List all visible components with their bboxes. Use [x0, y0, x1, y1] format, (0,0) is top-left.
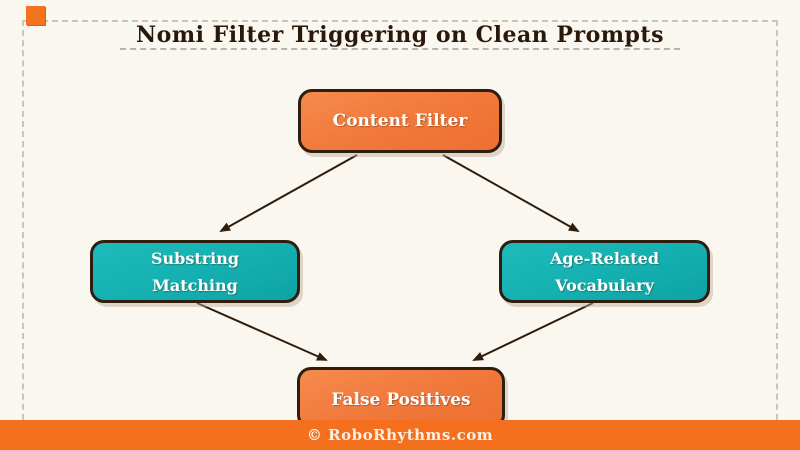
node-age-related-vocabulary: Age-Related Vocabulary	[499, 240, 710, 303]
node-content-filter: Content Filter	[298, 89, 502, 153]
node-substring-matching-line1: Substring	[150, 248, 240, 268]
corner-accent-square	[26, 6, 45, 25]
edge-age-related-to-false-positives	[472, 302, 594, 361]
edge-content-filter-to-age-related	[442, 154, 580, 232]
node-substring-matching: Substring Matching	[90, 240, 300, 303]
edge-content-filter-to-substring-matching	[219, 154, 358, 232]
page-title: Nomi Filter Triggering on Clean Prompts	[136, 22, 664, 48]
node-substring-matching-line2: Matching	[152, 275, 238, 295]
footer-copyright-text: © RoboRhythms.com	[306, 426, 494, 444]
node-age-related-line1: Age-Related	[549, 248, 660, 268]
node-false-positives-label: False Positives	[331, 390, 471, 410]
footer-bar: © RoboRhythms.com	[0, 420, 800, 450]
node-content-filter-label: Content Filter	[332, 111, 468, 131]
title-underline	[120, 48, 680, 50]
node-age-related-line2: Vocabulary	[555, 275, 654, 295]
edge-substring-matching-to-false-positives	[196, 302, 328, 361]
node-false-positives: False Positives	[297, 367, 505, 429]
